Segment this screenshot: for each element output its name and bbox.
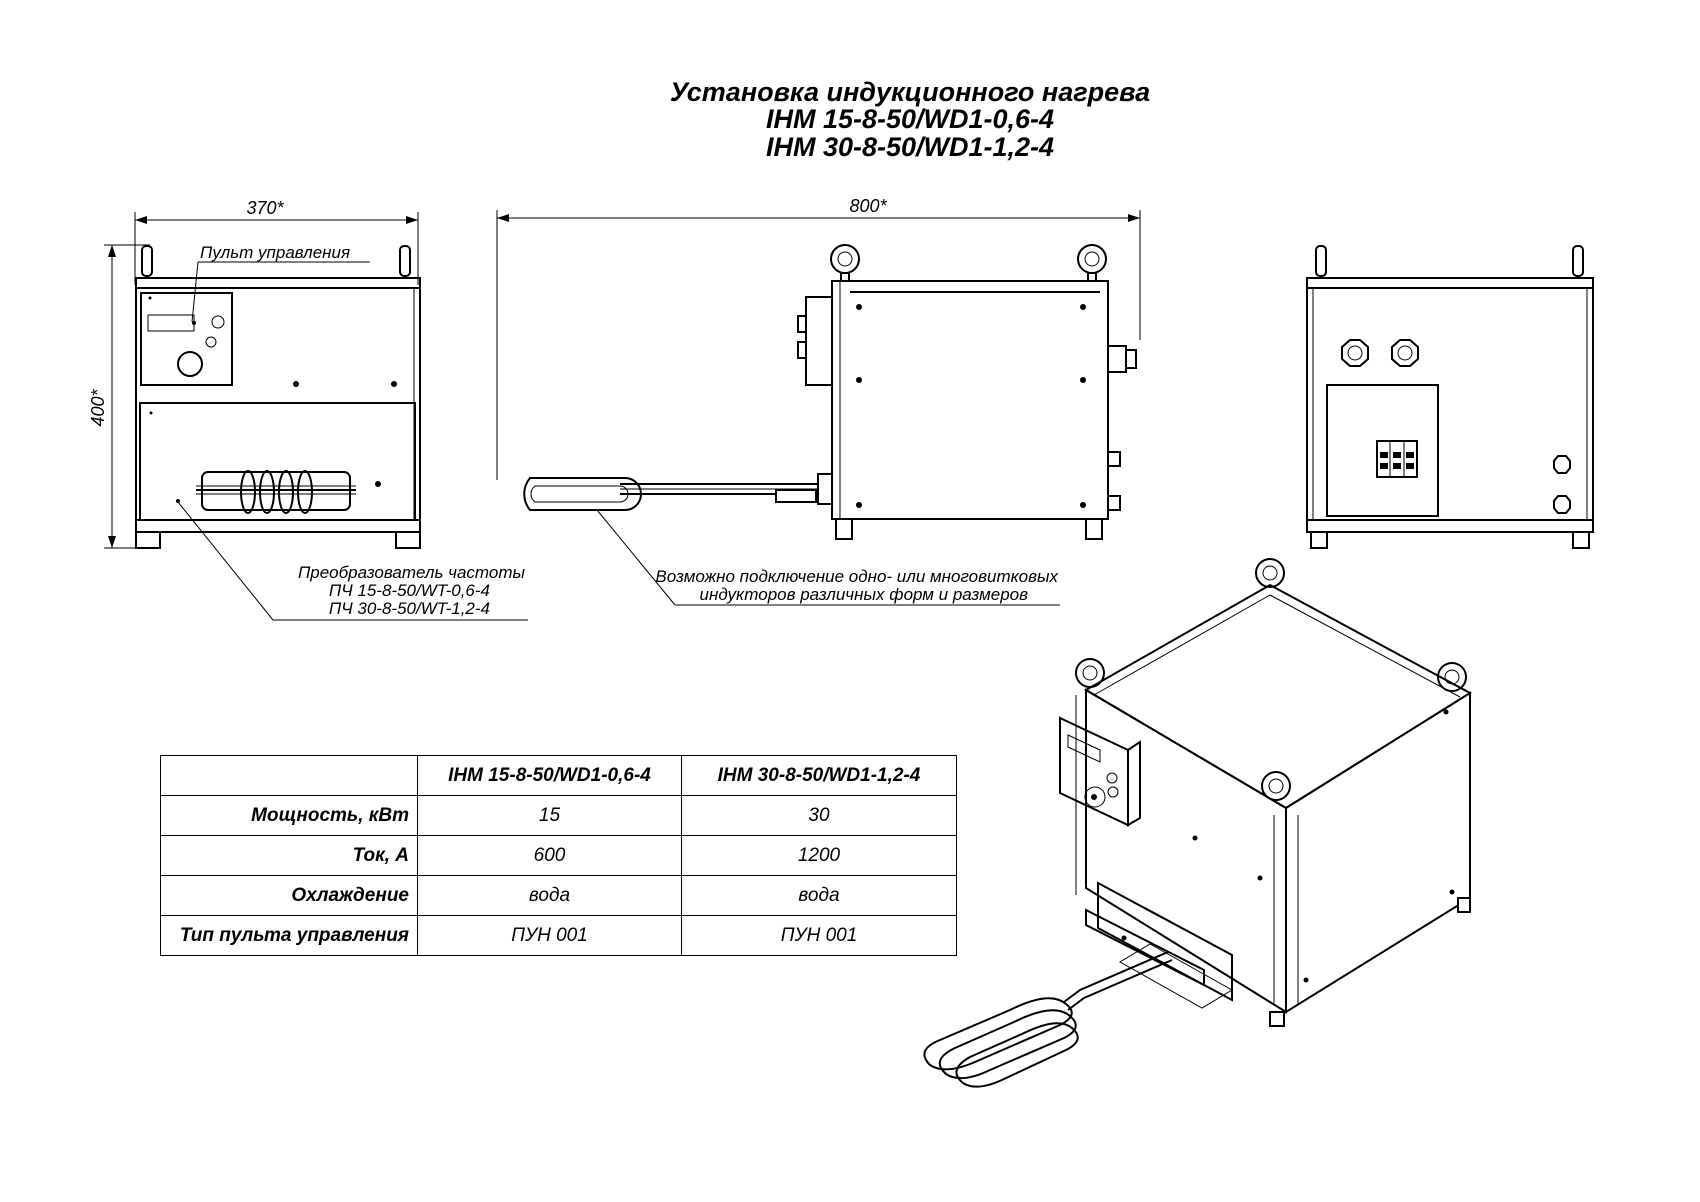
row-label-current: Ток, А [160, 835, 418, 876]
title-line-2: ІНМ 15-8-50/WD1-0,6-4 [766, 104, 1054, 134]
callout-inductor-line-2: индукторов различных форм и размеров [700, 585, 1029, 604]
rear-view [1306, 245, 1594, 549]
cell-control-type-model-1: ПУН 001 [417, 915, 682, 956]
row-label-cooling: Охлаждение [160, 875, 418, 916]
front-view: 370* 400* [88, 198, 528, 621]
callout-converter-line-3: ПЧ 30-8-50/WT-1,2-4 [329, 599, 490, 618]
row-label-power: Мощность, кВт [160, 795, 418, 836]
table-header-model-2: ІНМ 30-8-50/WD1-1,2-4 [681, 755, 957, 796]
table-row: Мощность, кВт 15 30 [160, 795, 957, 836]
callout-inductor-line-1: Возможно подключение одно- или многовитк… [655, 567, 1058, 586]
cell-cooling-model-2: вода [681, 875, 957, 916]
title-line-3: ІНМ 30-8-50/WD1-1,2-4 [766, 132, 1054, 162]
dimension-length-label: 800* [849, 196, 887, 216]
callout-converter-line-2: ПЧ 15-8-50/WT-0,6-4 [329, 581, 490, 600]
cell-power-model-2: 30 [681, 795, 957, 836]
table-row: Ток, А 600 1200 [160, 835, 957, 876]
table-row: Охлаждение вода вода [160, 875, 957, 916]
table-header-row: ІНМ 15-8-50/WD1-0,6-4 ІНМ 30-8-50/WD1-1,… [160, 755, 957, 796]
cell-current-model-2: 1200 [681, 835, 957, 876]
table-header-corner [160, 755, 418, 796]
cell-cooling-model-1: вода [417, 875, 682, 916]
callout-converter-line-1: Преобразователь частоты [298, 563, 526, 582]
callout-control-panel: Пульт управления [200, 243, 350, 262]
table-header-model-1: ІНМ 15-8-50/WD1-0,6-4 [417, 755, 682, 796]
dimension-width-label: 370* [246, 198, 284, 218]
side-view: 800* [496, 196, 1141, 606]
drawing-title: Установка индукционного нагрева ІНМ 15-8… [670, 77, 1150, 162]
cell-control-type-model-2: ПУН 001 [681, 915, 957, 956]
isometric-view [923, 558, 1472, 1088]
cell-current-model-1: 600 [417, 835, 682, 876]
spec-table: ІНМ 15-8-50/WD1-0,6-4 ІНМ 30-8-50/WD1-1,… [160, 755, 957, 956]
table-row: Тип пульта управления ПУН 001 ПУН 001 [160, 915, 957, 956]
title-line-1: Установка индукционного нагрева [670, 77, 1150, 107]
cell-power-model-1: 15 [417, 795, 682, 836]
row-label-control-type: Тип пульта управления [160, 915, 418, 956]
dimension-height-label: 400* [88, 388, 108, 426]
